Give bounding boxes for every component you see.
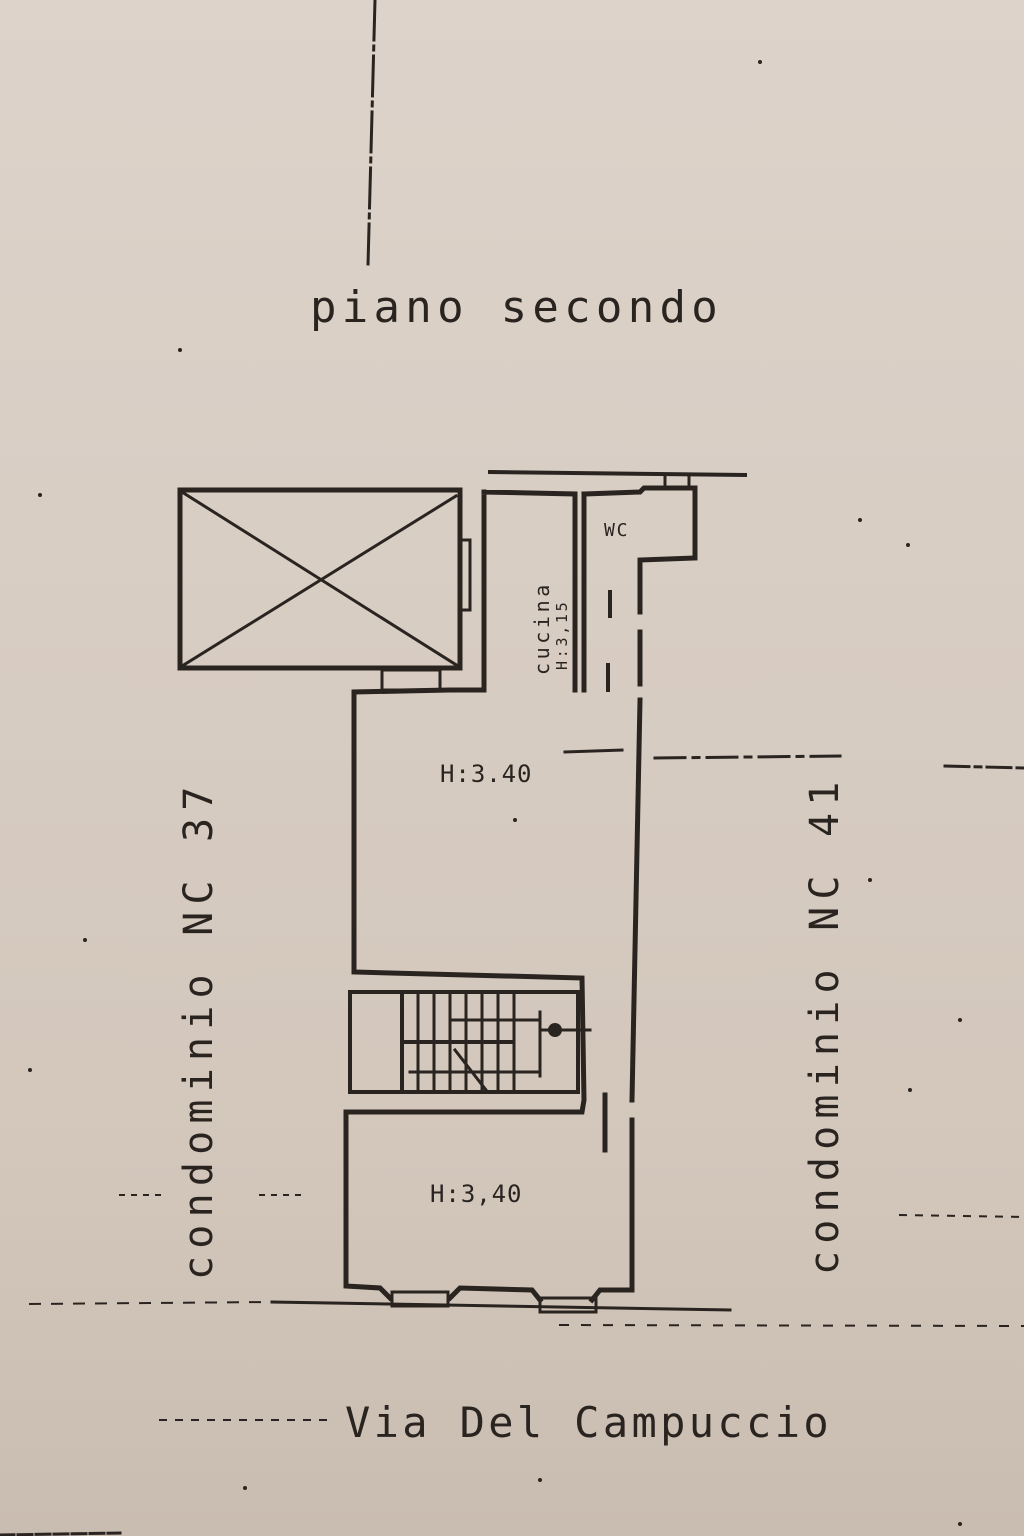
room-label-cucina: cucina <box>530 581 554 675</box>
room-height-cucina: H:3,15 <box>553 599 571 670</box>
boundary-line-rear <box>487 469 748 478</box>
room-label-wc: WC <box>604 520 630 541</box>
courtyard-void <box>177 487 463 671</box>
neighbor-label-right: condominio NC 41 <box>802 774 848 1275</box>
street-label: Via Del Campuccio <box>345 1398 832 1447</box>
page-title: piano secondo <box>310 282 724 333</box>
stairwell <box>348 990 592 1094</box>
neighbor-label-left: condominio NC 37 <box>176 779 222 1280</box>
apartment-walls <box>343 485 698 1304</box>
room-height-front: H:3,40 <box>430 1180 523 1208</box>
room-height-main: H:3.40 <box>440 760 533 788</box>
interior-partition <box>563 748 624 754</box>
boundary-line-top <box>366 0 377 267</box>
